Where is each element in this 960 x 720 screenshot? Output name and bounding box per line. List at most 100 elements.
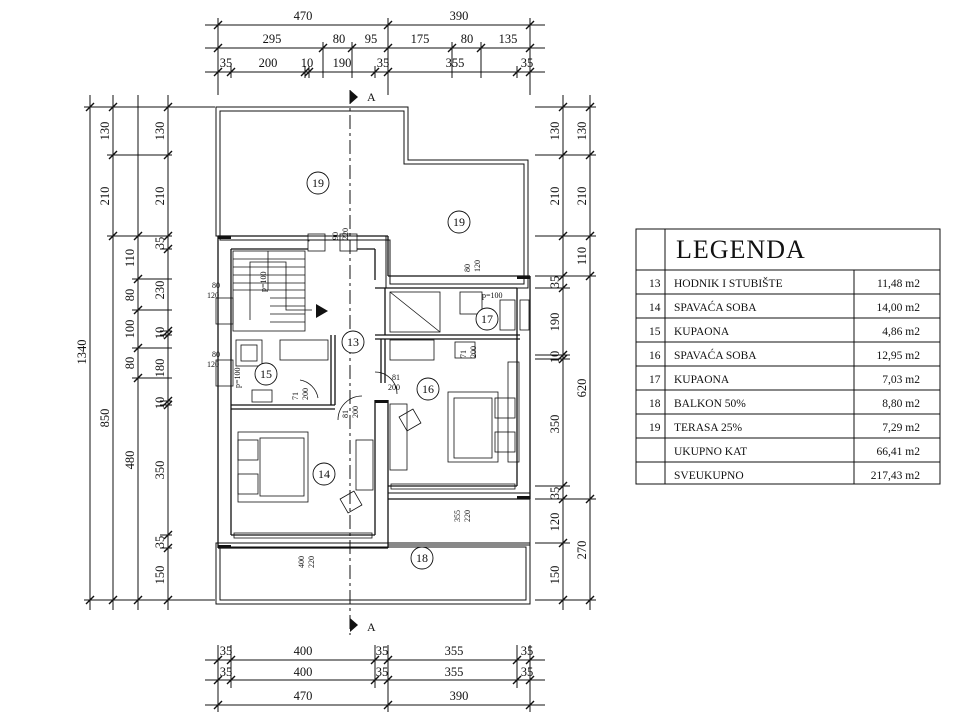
dim-right-a-1: 130 xyxy=(575,122,589,141)
stair-arrow-icon xyxy=(316,304,328,318)
dim-left-overall-3: 850 xyxy=(98,409,112,428)
opening-6-h: 200 xyxy=(388,383,400,392)
opening-6-w: 81 xyxy=(392,373,400,382)
dim-right-b-9: 150 xyxy=(548,566,562,585)
dim-left-mid-3: 100 xyxy=(123,320,137,339)
dim-left-fine-2: 210 xyxy=(153,187,167,206)
dim-left-fine-9: 35 xyxy=(153,536,167,549)
parapet-3: p=100 xyxy=(233,367,242,388)
dim-right-b-5: 10 xyxy=(548,351,562,364)
left-dimensions xyxy=(84,95,215,610)
dim-left-fine-6: 180 xyxy=(153,359,167,378)
dim-top-total-1: 470 xyxy=(294,9,313,23)
legend-row-4-num: 16 xyxy=(649,350,661,362)
legend-row-8-area: 66,41 m2 xyxy=(877,446,921,458)
parapet-2: p=100 xyxy=(482,291,503,300)
dim-bottom-total-1: 470 xyxy=(294,689,313,703)
legend-rows: 13 HODNIK I STUBIŠTE 11,48 m2 14 SPAVAĆA… xyxy=(649,276,920,482)
dim-right-a-4: 620 xyxy=(575,379,589,398)
dim-right-b-3: 35 xyxy=(548,276,562,289)
dim-right-b-4: 190 xyxy=(548,313,562,332)
dim-left-total: 1340 xyxy=(75,340,89,365)
dim-right-b-7: 35 xyxy=(548,487,562,500)
dim-top-total-2: 390 xyxy=(450,9,469,23)
room-17-number: 17 xyxy=(481,312,493,326)
opening-10-w: 355 xyxy=(453,510,462,522)
legend-row-7-name: TERASA 25% xyxy=(674,422,742,434)
opening-2-w: 80 xyxy=(212,350,220,359)
legend-row-2-area: 14,00 m2 xyxy=(877,302,921,314)
dim-top-fine-3: 10 xyxy=(301,56,314,70)
dim-bottom-fine-4: 355 xyxy=(445,644,464,658)
dim-top-mid-1: 295 xyxy=(263,32,282,46)
dim-top-fine-6: 355 xyxy=(446,56,465,70)
opening-1-h: 120 xyxy=(207,291,219,300)
dim-bottom-fine-1: 35 xyxy=(220,644,233,658)
dim-bottom-mid-4: 355 xyxy=(445,665,464,679)
dim-left-mid-4: 80 xyxy=(123,357,137,370)
dim-right-b-2: 210 xyxy=(548,187,562,206)
room-14-number: 14 xyxy=(318,467,330,481)
dim-left-mid-2: 80 xyxy=(123,289,137,302)
legend-row-1-area: 11,48 m2 xyxy=(877,278,920,290)
dim-bottom-fine-3: 35 xyxy=(376,644,389,658)
opening-8-w: 71 xyxy=(459,350,468,358)
dim-left-fine-1: 130 xyxy=(153,122,167,141)
dim-top-mid-5: 80 xyxy=(461,32,474,46)
legend-row-3-num: 15 xyxy=(649,326,661,338)
exterior-walls xyxy=(217,235,531,549)
dim-bottom-total-2: 390 xyxy=(450,689,469,703)
dim-top-fine-4: 190 xyxy=(333,56,352,70)
dim-right-a-3: 110 xyxy=(575,247,589,265)
dim-right-b-6: 350 xyxy=(548,415,562,434)
legend-row-3-name: KUPAONA xyxy=(674,326,730,338)
dim-left-overall-2: 210 xyxy=(98,187,112,206)
dim-right-a-2: 210 xyxy=(575,187,589,206)
room-16-number: 16 xyxy=(422,382,434,396)
legend-row-2-num: 14 xyxy=(649,302,661,314)
opening-5-w: 80 xyxy=(463,264,472,272)
legend-row-6-area: 8,80 m2 xyxy=(882,398,920,410)
legend-row-9-name: SVEUKUPNO xyxy=(674,470,744,482)
opening-9-h: 200 xyxy=(351,406,360,418)
legend-table xyxy=(635,228,941,485)
dim-left-fine-8: 350 xyxy=(153,461,167,480)
dim-bottom-mid-5: 35 xyxy=(521,665,534,679)
legend-row-7-num: 19 xyxy=(649,422,661,434)
dim-bottom-fine-2: 400 xyxy=(294,644,313,658)
legend-title: LEGENDA xyxy=(676,235,806,264)
dim-top-fine-5: 35 xyxy=(377,56,390,70)
legend-row-6-num: 18 xyxy=(649,398,661,410)
opening-2-h: 120 xyxy=(207,360,219,369)
section-label-bottom: A xyxy=(367,620,376,634)
legend-row-1-name: HODNIK I STUBIŠTE xyxy=(674,276,783,290)
legend-row-7-area: 7,29 m2 xyxy=(882,422,920,434)
bottom-dimensions xyxy=(205,645,545,712)
dim-left-fine-4: 230 xyxy=(153,281,167,300)
opening-8-h: 200 xyxy=(469,346,478,358)
dim-left-overall-1: 130 xyxy=(98,122,112,141)
parapet-1: p=100 xyxy=(259,271,268,292)
opening-1-w: 80 xyxy=(212,281,220,290)
opening-10-h: 220 xyxy=(463,510,472,522)
right-dimensions xyxy=(535,95,596,610)
legend-row-5-name: KUPAONA xyxy=(674,374,730,386)
opening-9-w: 81 xyxy=(341,410,350,418)
dim-bottom-mid-3: 35 xyxy=(376,665,389,679)
dim-top-fine-7: 35 xyxy=(521,56,534,70)
terrace-outline xyxy=(215,106,531,605)
dim-bottom-mid-2: 400 xyxy=(294,665,313,679)
room-19a-number: 19 xyxy=(312,176,324,190)
room-13-number: 13 xyxy=(347,335,359,349)
wall-fill xyxy=(218,236,530,548)
dim-top-mid-6: 135 xyxy=(499,32,518,46)
room-19b-number: 19 xyxy=(453,215,465,229)
legend-row-6-name: BALKON 50% xyxy=(674,398,746,410)
dim-left-fine-7: 10 xyxy=(153,397,167,410)
legend-row-4-area: 12,95 m2 xyxy=(877,350,921,362)
opening-5-h: 120 xyxy=(473,260,482,272)
legend-row-5-area: 7,03 m2 xyxy=(882,374,920,386)
section-label-top: A xyxy=(367,90,376,104)
dim-top-fine-1: 35 xyxy=(220,56,233,70)
